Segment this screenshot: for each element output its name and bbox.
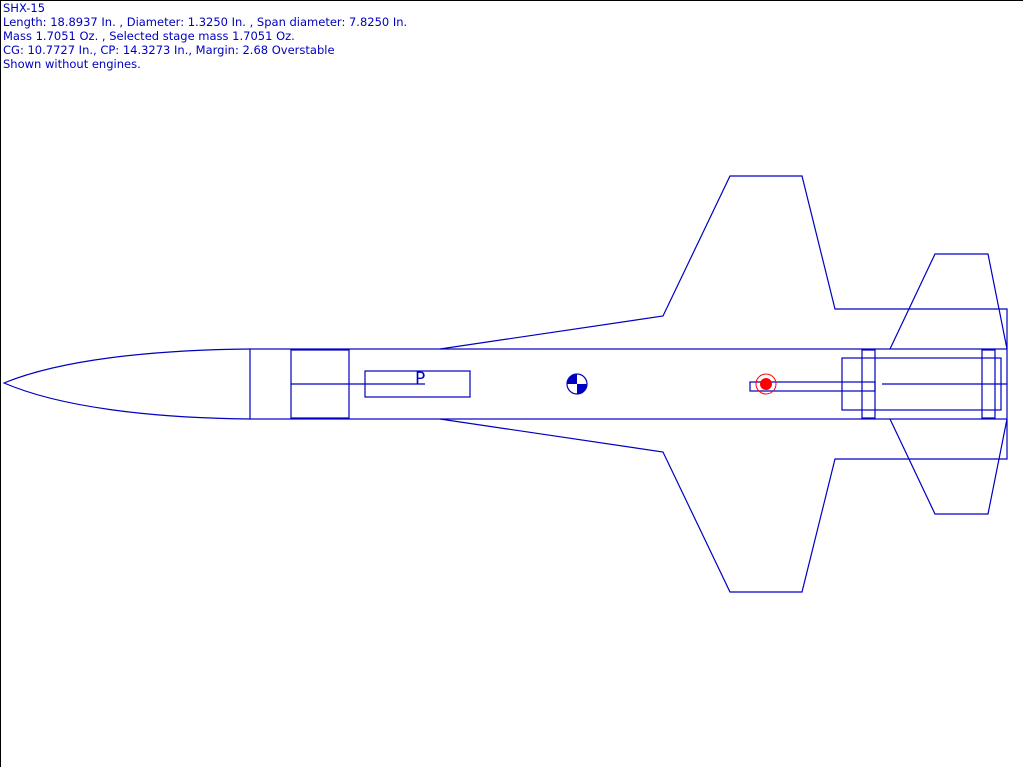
main-wing-bottom	[439, 418, 1008, 593]
tail-fin-bottom	[889, 418, 1008, 515]
rocket-info: SHX-15 Length: 18.8937 In. , Diameter: 1…	[3, 1, 407, 71]
main-wing-top	[439, 175, 1008, 350]
centering-ring-front	[861, 349, 876, 419]
engines-note: Shown without engines.	[3, 57, 141, 71]
dimensions-line: Length: 18.8937 In. , Diameter: 1.3250 I…	[3, 15, 408, 29]
mass-line: Mass 1.7051 Oz. , Selected stage mass 1.…	[3, 29, 295, 43]
parachute-label: P	[415, 369, 425, 389]
nose-cone	[2, 348, 251, 420]
cg-symbol	[566, 373, 588, 395]
cp-symbol	[755, 373, 777, 395]
rocket-name: SHX-15	[3, 1, 46, 15]
parachute	[364, 370, 471, 398]
tail-fin-top	[889, 253, 1008, 350]
stability-line: CG: 10.7727 In., CP: 14.3273 In., Margin…	[3, 43, 335, 57]
launch-lug	[749, 381, 876, 392]
